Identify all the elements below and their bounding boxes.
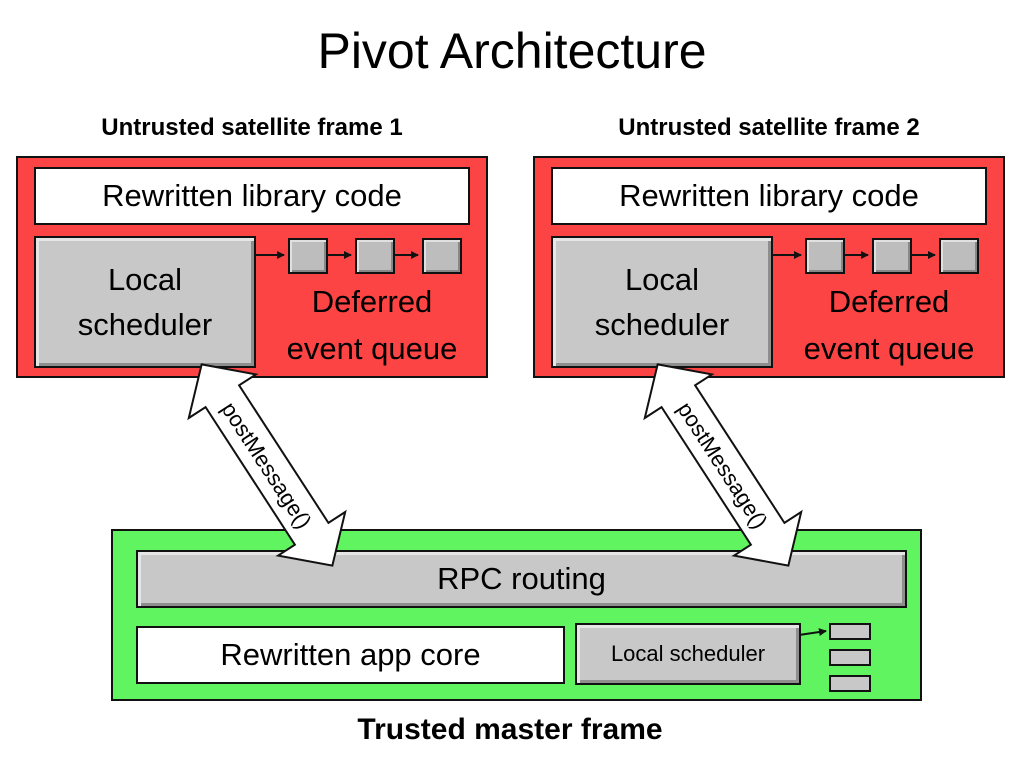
queue-line1-1: Deferred: [311, 284, 433, 319]
trusted-master-frame-label: Trusted master frame: [357, 713, 663, 746]
satellite-frame-2-label: Untrusted satellite frame 2: [618, 114, 920, 141]
local-scheduler-box-1: Local scheduler: [34, 236, 256, 368]
app-core-box: Rewritten app core: [136, 626, 565, 684]
master-queue-item: [829, 675, 871, 692]
queue-item: [422, 238, 462, 274]
postmessage-label-1: postMessage(): [216, 397, 316, 533]
scheduler-line2-2: scheduler: [594, 307, 730, 342]
trusted-master-frame: RPC routing Rewritten app core Local sch…: [111, 529, 922, 701]
master-local-scheduler-box: Local scheduler: [575, 623, 801, 685]
master-queue-item: [829, 649, 871, 666]
library-code-box-1: Rewritten library code: [34, 167, 470, 225]
deferred-event-queue-label-1: Deferred event queue: [262, 278, 482, 372]
master-queue-item: [829, 623, 871, 640]
master-queue-connector-arrow: [798, 628, 827, 636]
deferred-event-queue-label-2: Deferred event queue: [779, 278, 999, 372]
queue-line1-2: Deferred: [828, 284, 950, 319]
satellite-frame-2: Rewritten library code Local scheduler D…: [533, 156, 1005, 378]
satellite-frame-1: Rewritten library code Local scheduler D…: [16, 156, 488, 378]
postmessage-label-2: postMessage(): [672, 397, 772, 533]
satellite-frame-1-label: Untrusted satellite frame 1: [101, 114, 403, 141]
scheduler-line1-1: Local: [107, 262, 183, 297]
queue-line2-2: event queue: [803, 331, 975, 366]
postmessage-arrow-1: postMessage(): [187, 363, 347, 567]
queue-item: [288, 238, 328, 274]
queue-line2-1: event queue: [286, 331, 458, 366]
postmessage-arrow-2: postMessage(): [643, 363, 803, 567]
queue-item: [355, 238, 395, 274]
queue-item: [872, 238, 912, 274]
scheduler-line1-2: Local: [624, 262, 700, 297]
queue-item: [805, 238, 845, 274]
library-code-box-2: Rewritten library code: [551, 167, 987, 225]
queue-item: [939, 238, 979, 274]
local-scheduler-box-2: Local scheduler: [551, 236, 773, 368]
diagram-title: Pivot Architecture: [317, 23, 707, 79]
scheduler-line2-1: scheduler: [77, 307, 213, 342]
